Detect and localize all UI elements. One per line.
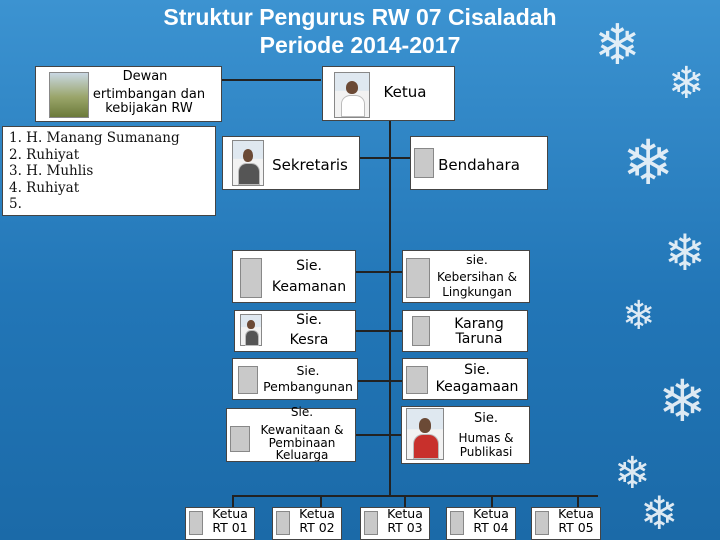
ketua-rt-01-line1: Ketua [212,506,248,521]
ketua-rt-02-line1: Ketua [299,506,335,521]
sie-pembangunan-line2: Pembangunan [263,379,353,394]
dewan-label-line1: Dewan [122,69,168,84]
sie-kewanitaan-line2: Kewanitaan & [260,423,344,437]
connector-line [320,495,322,507]
snowflake-icon: ❄ [622,293,656,339]
connector-line [360,157,410,159]
connector-line [232,495,598,497]
connector-line [577,495,579,507]
connector-line [232,495,234,507]
sie-kewanitaan-line3: Pembinaan [268,436,336,450]
sie-humas-line3: Publikasi [459,445,513,459]
sie-humas-photo [406,408,444,460]
ketua-photo [334,72,370,118]
connector-line [356,330,402,332]
member-item: 4. Ruhiyat [9,179,80,196]
connector-line [389,120,391,496]
page-subtitle: Periode 2014-2017 [259,32,461,58]
sie-keagamaan-line1: Sie. [464,362,490,378]
member-item: 1. H. Manang Sumanang [9,130,180,146]
connector-line [404,495,406,507]
member-item: 3. H. Muhlis [9,163,94,179]
ketua-rt-03-photo [364,511,378,535]
dewan-label-line2: ertimbangan dan [92,87,206,102]
snowflake-icon: ❄ [594,13,641,78]
sie-pembangunan-photo [238,366,258,394]
ketua-rt-03-line1: Ketua [387,506,423,521]
connector-line [358,380,402,382]
connector-line [355,434,401,436]
snowflake-icon: ❄ [664,224,706,282]
page-title: Struktur Pengurus RW 07 Cisaladah [163,4,557,30]
ketua-label: Ketua [383,83,427,101]
sie-keamanan-line1: Sie. [296,258,322,274]
member-item: 2. Ruhiyat [9,146,80,163]
ketua-rt-05-line2: RT 05 [558,520,594,535]
dewan-members-list: 1. H. Manang Sumanang 2. Ruhiyat 3. H. M… [2,126,216,216]
dewan-photo [49,72,89,118]
sie-kebersihan-line2: Kebersihan & [437,270,517,284]
ketua-rt-01-photo [189,511,203,535]
sie-humas-line1: Sie. [474,411,498,426]
snowflake-icon: ❄ [668,58,705,109]
ketua-rt-02-line2: RT 02 [299,520,335,535]
sie-kebersihan-photo [406,258,430,298]
snowflake-icon: ❄ [622,126,674,199]
connector-line [356,271,402,273]
connector-line [491,495,493,507]
sie-keamanan-line2: Keamanan [271,279,347,295]
sie-kewanitaan-photo [230,426,250,452]
ketua-rt-03-line2: RT 03 [387,520,423,535]
bendahara-label: Bendahara [438,156,520,174]
karang-taruna-photo [412,316,430,346]
snowflake-icon: ❄ [658,367,707,435]
sie-kesra-line2: Kesra [289,332,329,348]
member-item: 5. [9,196,22,212]
ketua-rt-05-line1: Ketua [558,506,594,521]
sie-kesra-line1: Sie. [296,312,322,328]
ketua-rt-04-line2: RT 04 [473,520,509,535]
sie-kewanitaan-line4: Keluarga [275,449,329,461]
karang-taruna-line2: Taruna [455,331,503,347]
sie-kesra-photo [240,314,262,346]
sie-kewanitaan-line1: Sie. [290,405,314,419]
sie-keagamaan-photo [406,366,428,394]
sie-keamanan-photo [240,258,262,298]
bendahara-photo [414,148,434,178]
snowflake-icon: ❄ [640,486,679,540]
ketua-rt-04-line1: Ketua [473,506,509,521]
sie-pembangunan-line1: Sie. [296,363,320,378]
karang-taruna-line1: Karang [454,316,504,332]
connector-line [221,79,321,81]
sie-kebersihan-line3: Lingkungan [442,285,512,299]
ketua-rt-05-photo [535,511,549,535]
sie-keagamaan-line2: Keagamaan [435,379,519,395]
sekretaris-photo [232,140,264,186]
snowflake-icon: ❄ [614,448,651,499]
ketua-rt-02-photo [276,511,290,535]
sekretaris-label: Sekretaris [272,156,348,174]
sie-humas-line2: Humas & [458,431,514,445]
ketua-rt-04-photo [450,511,464,535]
ketua-rt-01-line2: RT 01 [212,520,248,535]
dewan-label-line3: kebijakan RW [105,101,193,116]
sie-kebersihan-line1: sie. [466,252,488,267]
